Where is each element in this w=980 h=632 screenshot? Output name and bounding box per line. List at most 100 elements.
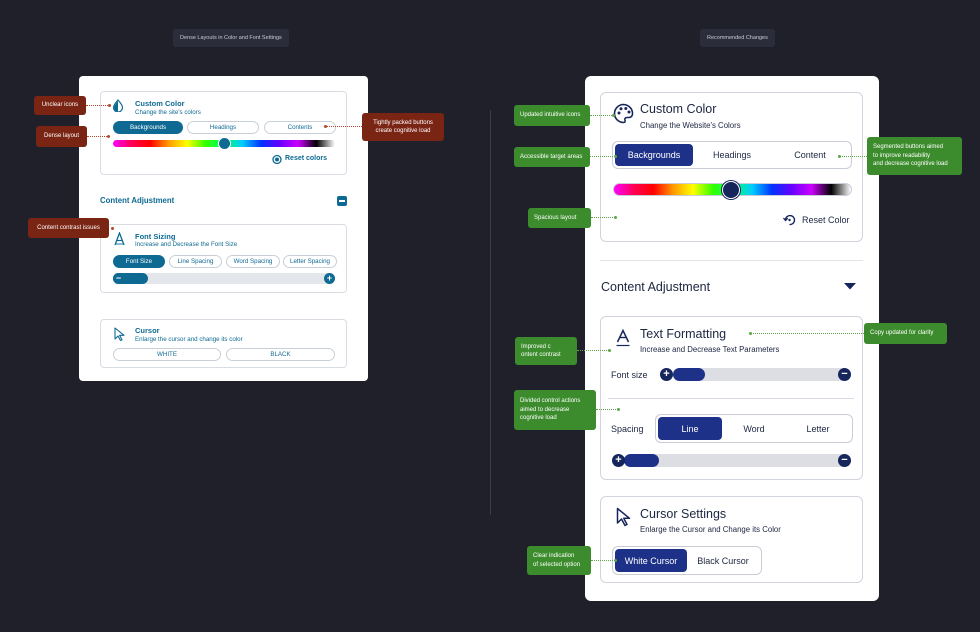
divider (490, 110, 491, 515)
cursor-white-option[interactable]: White Cursor (615, 549, 687, 572)
font-size-slider[interactable] (673, 368, 849, 381)
cursor-black-option[interactable]: Black Cursor (697, 555, 749, 566)
old-tab-backgrounds[interactable]: Backgrounds (113, 121, 183, 134)
old-tab-contents[interactable]: Contents (264, 121, 336, 134)
left-header: Dense Layouts in Color and Font Settings (173, 29, 289, 47)
note-divided-controls: Divided control actions aimed to decreas… (514, 390, 596, 430)
new-custom-color-subtitle: Change the Website's Colors (640, 121, 741, 130)
note-copy-updated: Copy updated for clarity (864, 323, 947, 344)
note-clear-line1: Clear indication (533, 553, 575, 560)
old-increase-button[interactable]: + (324, 273, 335, 284)
note-dot (608, 349, 611, 352)
spacing-word[interactable]: Word (743, 423, 765, 434)
note-line (87, 136, 109, 137)
old-decrease-button[interactable]: − (113, 273, 124, 284)
new-cursor-title: Cursor Settings (640, 507, 727, 521)
note-dot (749, 332, 752, 335)
note-target-areas: Accessible target areas (514, 147, 590, 167)
font-size-decrease-button[interactable]: − (838, 368, 851, 381)
new-cursor-subtitle: Enlarge the Cursor and Change its Color (640, 525, 781, 534)
spacing-slider[interactable] (624, 454, 849, 467)
note-segmented-line2: to improve readability (873, 152, 931, 159)
old-reset-colors[interactable]: Reset colors (285, 155, 328, 162)
note-dot (324, 125, 327, 128)
old-font-sizing-card: Font Sizing Increase and Decrease the Fo… (100, 224, 347, 293)
new-tab-content[interactable]: Content (794, 150, 826, 160)
new-hue-thumb[interactable] (722, 181, 740, 199)
note-line (751, 333, 864, 334)
old-custom-color-card: Custom Color Change the site's colors Ba… (100, 91, 347, 175)
font-size-label: Font size (611, 370, 648, 380)
old-content-adjustment-title: Content Adjustment (100, 196, 175, 205)
note-dot (617, 408, 620, 411)
note-dot (107, 135, 110, 138)
note-divided-line2: aimed to decrease (520, 406, 570, 413)
old-font-size-slider[interactable] (113, 273, 335, 284)
spacing-increase-button[interactable]: + (612, 454, 625, 467)
note-dot (108, 104, 111, 107)
note-dot (838, 155, 841, 158)
note-contrast-issues: Content contrast issues (28, 218, 109, 238)
new-custom-color-title: Custom Color (640, 102, 717, 116)
old-tab-headings[interactable]: Headings (187, 121, 259, 134)
caret-down-icon[interactable] (844, 283, 856, 290)
note-packed-buttons: Tightly packed buttons create cognitive … (362, 113, 444, 141)
new-reset-color[interactable]: Reset Color (802, 215, 850, 225)
note-dot (614, 155, 617, 158)
old-cursor-subtitle: Enlarge the cursor and change its color (135, 336, 243, 343)
spacing-line[interactable]: Line (658, 417, 722, 440)
new-text-formatting-title: Text Formatting (640, 327, 727, 341)
old-cursor-white[interactable]: WHITE (113, 348, 221, 361)
new-tab-backgrounds[interactable]: Backgrounds (615, 144, 693, 166)
new-content-adjustment-title: Content Adjustment (601, 280, 711, 294)
old-cursor-black[interactable]: BLACK (226, 348, 335, 361)
note-line (591, 217, 615, 218)
note-spacious: Spacious layout (528, 208, 591, 228)
old-tab-font-size[interactable]: Font Size (113, 255, 165, 268)
note-segmented-line1: Segmented buttons aimed (873, 144, 944, 151)
palette-icon (613, 103, 634, 124)
font-size-increase-button[interactable]: + (660, 368, 673, 381)
old-cursor-title: Cursor (135, 326, 160, 335)
cursor-color-tabs: White Cursor Black Cursor (612, 546, 762, 575)
old-custom-color-subtitle: Change the site's colors (135, 109, 201, 116)
old-tab-line-spacing[interactable]: Line Spacing (169, 255, 222, 268)
cursor-icon (114, 327, 125, 341)
reset-icon[interactable] (272, 154, 282, 164)
font-size-fill (673, 368, 705, 381)
new-cursor-card: Cursor Settings Enlarge the Cursor and C… (600, 496, 863, 583)
note-improved-line2: ontent contrast (521, 352, 561, 358)
spacing-letter[interactable]: Letter (806, 423, 830, 434)
note-unclear-icons: Unclear icons (34, 96, 86, 115)
note-line (590, 115, 614, 116)
note-dot (612, 114, 615, 117)
text-size-icon (114, 232, 125, 246)
new-settings-panel: Custom Color Change the Website's Colors… (585, 76, 879, 601)
note-divided-line3: cognitive load (520, 415, 557, 422)
spacing-label: Spacing (611, 424, 644, 434)
note-clear-line2: of selected option (533, 561, 581, 568)
cursor-icon (616, 507, 631, 527)
spacing-tabs: Line Word Letter (655, 414, 853, 443)
old-custom-color-title: Custom Color (135, 99, 185, 108)
note-dense-layout: Dense layout (36, 126, 87, 147)
reset-color-icon[interactable] (783, 214, 796, 226)
right-header: Recommended Changes (700, 29, 775, 47)
minus-icon[interactable] (337, 196, 347, 206)
text-format-icon (616, 329, 630, 347)
note-line (590, 156, 615, 157)
old-tab-word-spacing[interactable]: Word Spacing (226, 255, 280, 268)
old-settings-panel: Custom Color Change the site's colors Ba… (79, 76, 368, 381)
new-color-tabs: Backgrounds Headings Content (612, 141, 852, 169)
droplet-icon (112, 99, 124, 112)
note-segmented: Segmented buttons aimed to improve reada… (867, 137, 962, 175)
old-font-sizing-title: Font Sizing (135, 232, 176, 241)
old-tab-letter-spacing[interactable]: Letter Spacing (283, 255, 337, 268)
spacing-decrease-button[interactable]: − (838, 454, 851, 467)
old-hue-thumb[interactable] (218, 137, 231, 150)
new-tab-headings[interactable]: Headings (712, 150, 752, 160)
note-dot (614, 559, 617, 562)
note-line (577, 350, 609, 351)
note-dot (111, 227, 114, 230)
new-text-formatting-card: Text Formatting Increase and Decrease Te… (600, 316, 863, 480)
